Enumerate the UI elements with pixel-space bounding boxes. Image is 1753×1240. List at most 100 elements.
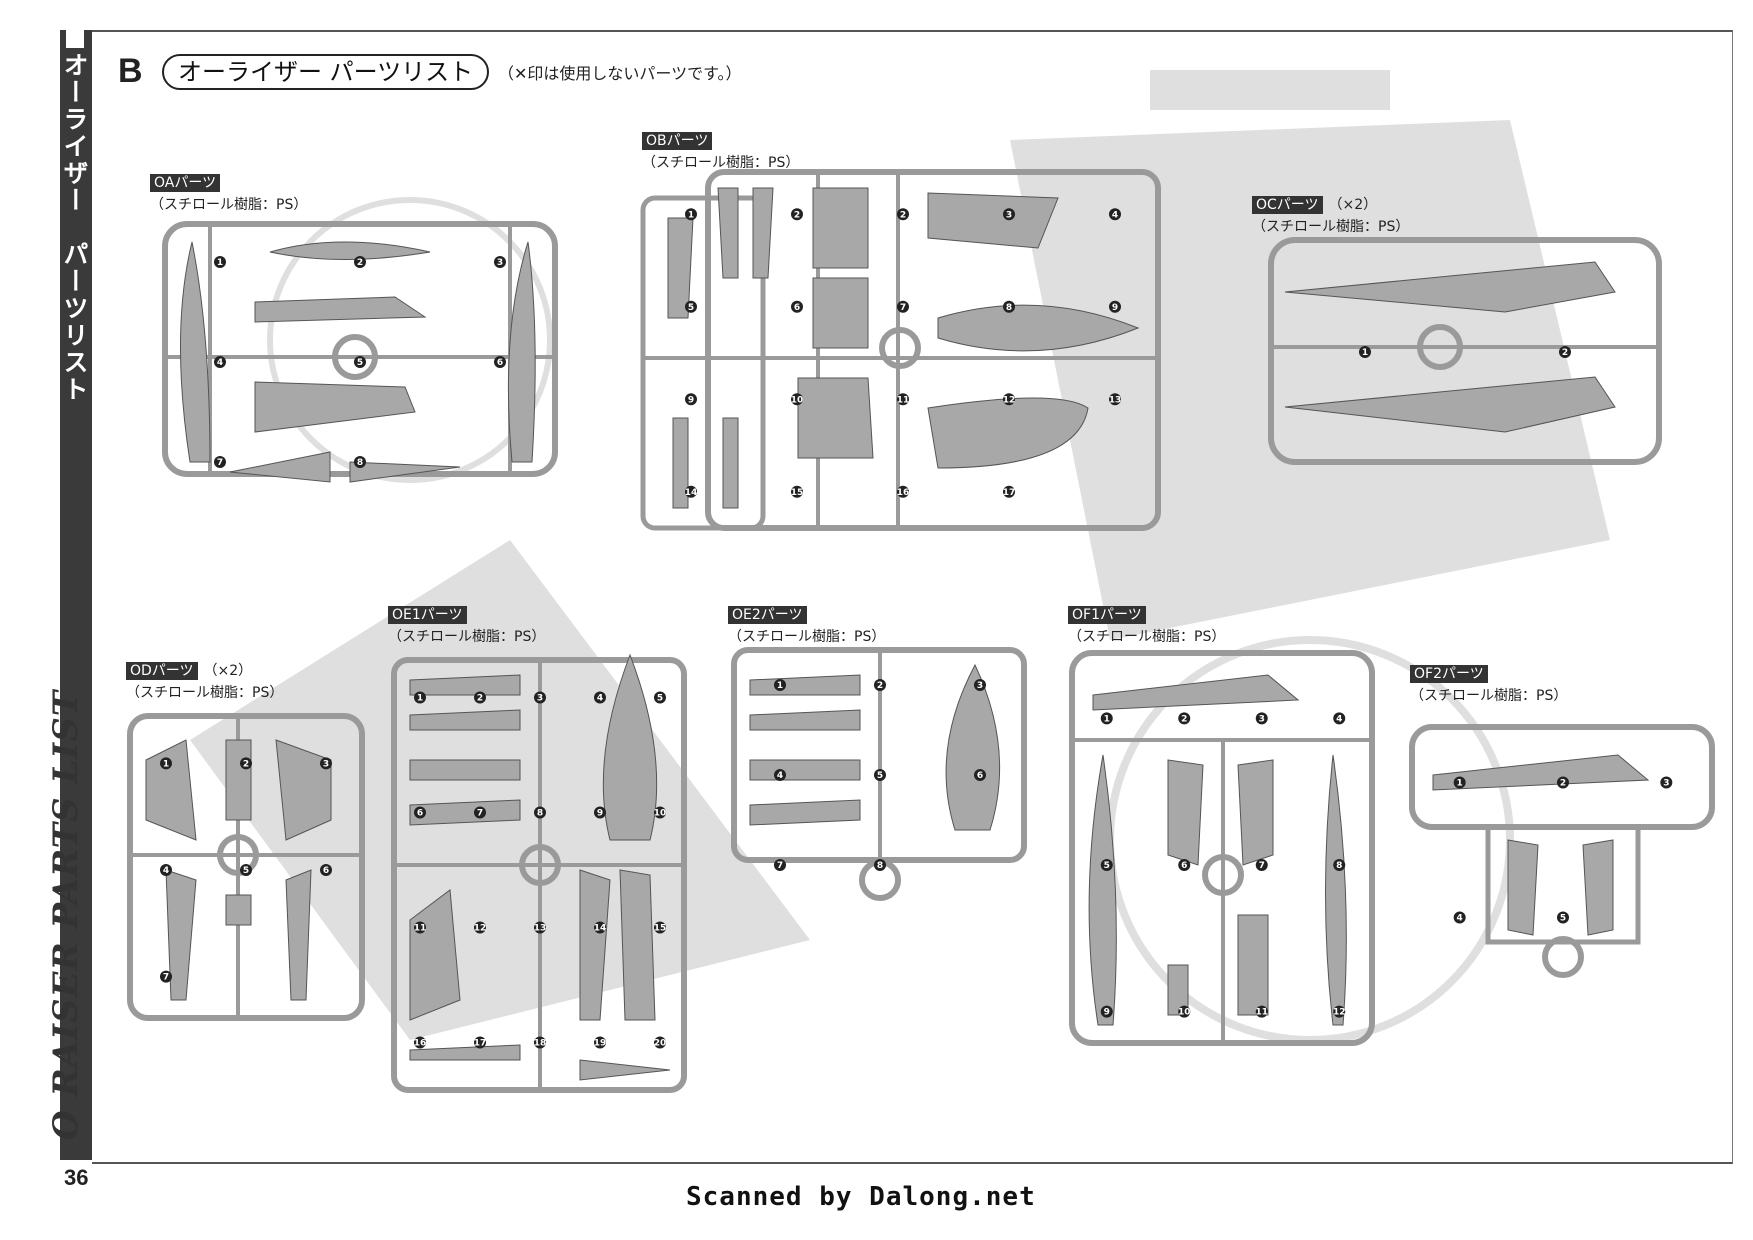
part-number-badge: 7 <box>474 806 486 819</box>
part-number-badge: 16 <box>414 1036 426 1049</box>
part-number-badge: 3 <box>494 256 506 268</box>
part-number: 7 <box>163 973 169 983</box>
part-number: 10 <box>1178 1008 1191 1018</box>
part-number: 1 <box>1457 779 1463 789</box>
part-number-badge: 4 <box>774 769 786 781</box>
part-number-badge: 2 <box>874 679 886 691</box>
part-number: 1 <box>163 759 169 769</box>
part-number-badge: 10 <box>1178 1005 1191 1018</box>
part-number: 6 <box>794 303 800 313</box>
part-number-badge: 6 <box>494 356 506 368</box>
sprue-material: （スチロール樹脂：PS） <box>1068 629 1226 645</box>
part-number-badge: 2 <box>897 208 909 221</box>
part-number: 9 <box>688 395 694 405</box>
part-number: 2 <box>900 210 906 220</box>
part-number-badge: 1 <box>1100 712 1113 725</box>
sprue-tag: OCパーツ <box>1252 196 1323 214</box>
part-number: 10 <box>791 395 804 405</box>
part-number: 5 <box>1104 861 1110 871</box>
part-number: 2 <box>1181 714 1187 724</box>
side-title-square <box>66 30 84 48</box>
sprue-material: （スチロール樹脂：PS） <box>388 629 546 645</box>
part-number: 4 <box>217 358 223 368</box>
sprue-oc: OCパーツ（×2） （スチロール樹脂：PS） <box>1252 194 1409 236</box>
sprue-material: （スチロール樹脂：PS） <box>1410 688 1568 704</box>
part-number-badge: 1 <box>774 679 786 691</box>
part-number-badge: 7 <box>1255 859 1268 871</box>
sprue-material: （スチロール樹脂：PS） <box>728 629 886 645</box>
part-number: 9 <box>1104 1008 1110 1018</box>
part-number: 3 <box>497 258 503 268</box>
part-number: 13 <box>534 924 547 934</box>
part-number: 11 <box>414 924 427 934</box>
sprue-material: （スチロール樹脂：PS） <box>150 197 308 213</box>
sprue-of2: OF2パーツ （スチロール樹脂：PS） <box>1410 663 1567 705</box>
part-number-badge: 7 <box>214 456 226 468</box>
part-number: 15 <box>654 924 667 934</box>
sprue-ob: OBパーツ （スチロール樹脂：PS） <box>642 130 799 172</box>
part-number-badge: 9 <box>1100 1005 1113 1018</box>
part-number-badge: 8 <box>874 859 886 871</box>
part-number-badge: 5 <box>685 300 697 313</box>
part-number-badge: 17 <box>1003 485 1015 498</box>
scanner-credit: Scanned by Dalong.net <box>686 1182 1036 1212</box>
part-number: 12 <box>1333 1008 1346 1018</box>
part-number-badge: 12 <box>474 921 486 934</box>
part-number-badge: 6 <box>320 864 332 876</box>
part-number-badge: 1 <box>1359 346 1371 358</box>
section-note: （✕印は使用しないパーツです。） <box>498 64 742 83</box>
part-number: 4 <box>1336 714 1342 724</box>
part-number-badge: 12 <box>1333 1005 1346 1018</box>
part-number-badge: 5 <box>1557 911 1569 924</box>
part-number: 7 <box>217 458 223 468</box>
part-number-badge: 3 <box>320 757 332 770</box>
part-number: 20 <box>654 1039 667 1049</box>
sprue-tag: OE1パーツ <box>388 606 467 624</box>
part-number: 9 <box>597 809 603 819</box>
sprue-tag: OF1パーツ <box>1068 606 1146 624</box>
side-title-en: O RAISER PARTS LIST <box>46 689 86 1140</box>
part-number: 8 <box>1006 303 1012 313</box>
side-title-ja: オーライザー パーツリスト <box>60 52 89 403</box>
part-number: 16 <box>897 488 910 498</box>
part-number-badge: 15 <box>791 485 804 498</box>
part-number-badge: 2 <box>474 691 486 704</box>
part-number: 17 <box>474 1039 487 1049</box>
sprue-od: ODパーツ（×2） （スチロール樹脂：PS） <box>126 660 283 702</box>
part-number-badge: 19 <box>594 1036 606 1049</box>
part-number: 5 <box>357 358 363 368</box>
part-number-badge: 8 <box>1333 859 1346 871</box>
part-number: 6 <box>1181 861 1187 871</box>
part-number-badge: 11 <box>897 393 909 406</box>
part-number-badge: 13 <box>1109 393 1121 406</box>
section-letter: B <box>118 52 143 90</box>
part-number: 15 <box>791 488 804 498</box>
part-number-badge: 10 <box>654 806 667 819</box>
sprue-multiplier: （×2） <box>203 663 253 679</box>
part-number: 2 <box>357 258 363 268</box>
part-number-badge: 2 <box>240 757 252 770</box>
part-number: 5 <box>657 694 663 704</box>
part-number-badge: 16 <box>897 485 910 498</box>
part-number: 5 <box>1560 914 1566 924</box>
part-number-badge: 9 <box>685 393 697 406</box>
part-number: 3 <box>1006 210 1012 220</box>
part-number: 4 <box>597 694 603 704</box>
part-number: 1 <box>1104 714 1110 724</box>
sprue-tag: OF2パーツ <box>1410 665 1488 683</box>
part-number: 2 <box>1562 348 1568 358</box>
part-number-badge: 14 <box>685 485 697 498</box>
part-number-badge: 3 <box>1255 712 1268 725</box>
part-number: 10 <box>654 809 667 819</box>
part-number: 7 <box>900 303 906 313</box>
part-number-badge: 4 <box>160 864 172 876</box>
part-number: 4 <box>1457 914 1463 924</box>
part-number: 9 <box>1112 303 1118 313</box>
part-number: 6 <box>977 771 983 781</box>
part-number-badge: 10 <box>791 393 804 406</box>
